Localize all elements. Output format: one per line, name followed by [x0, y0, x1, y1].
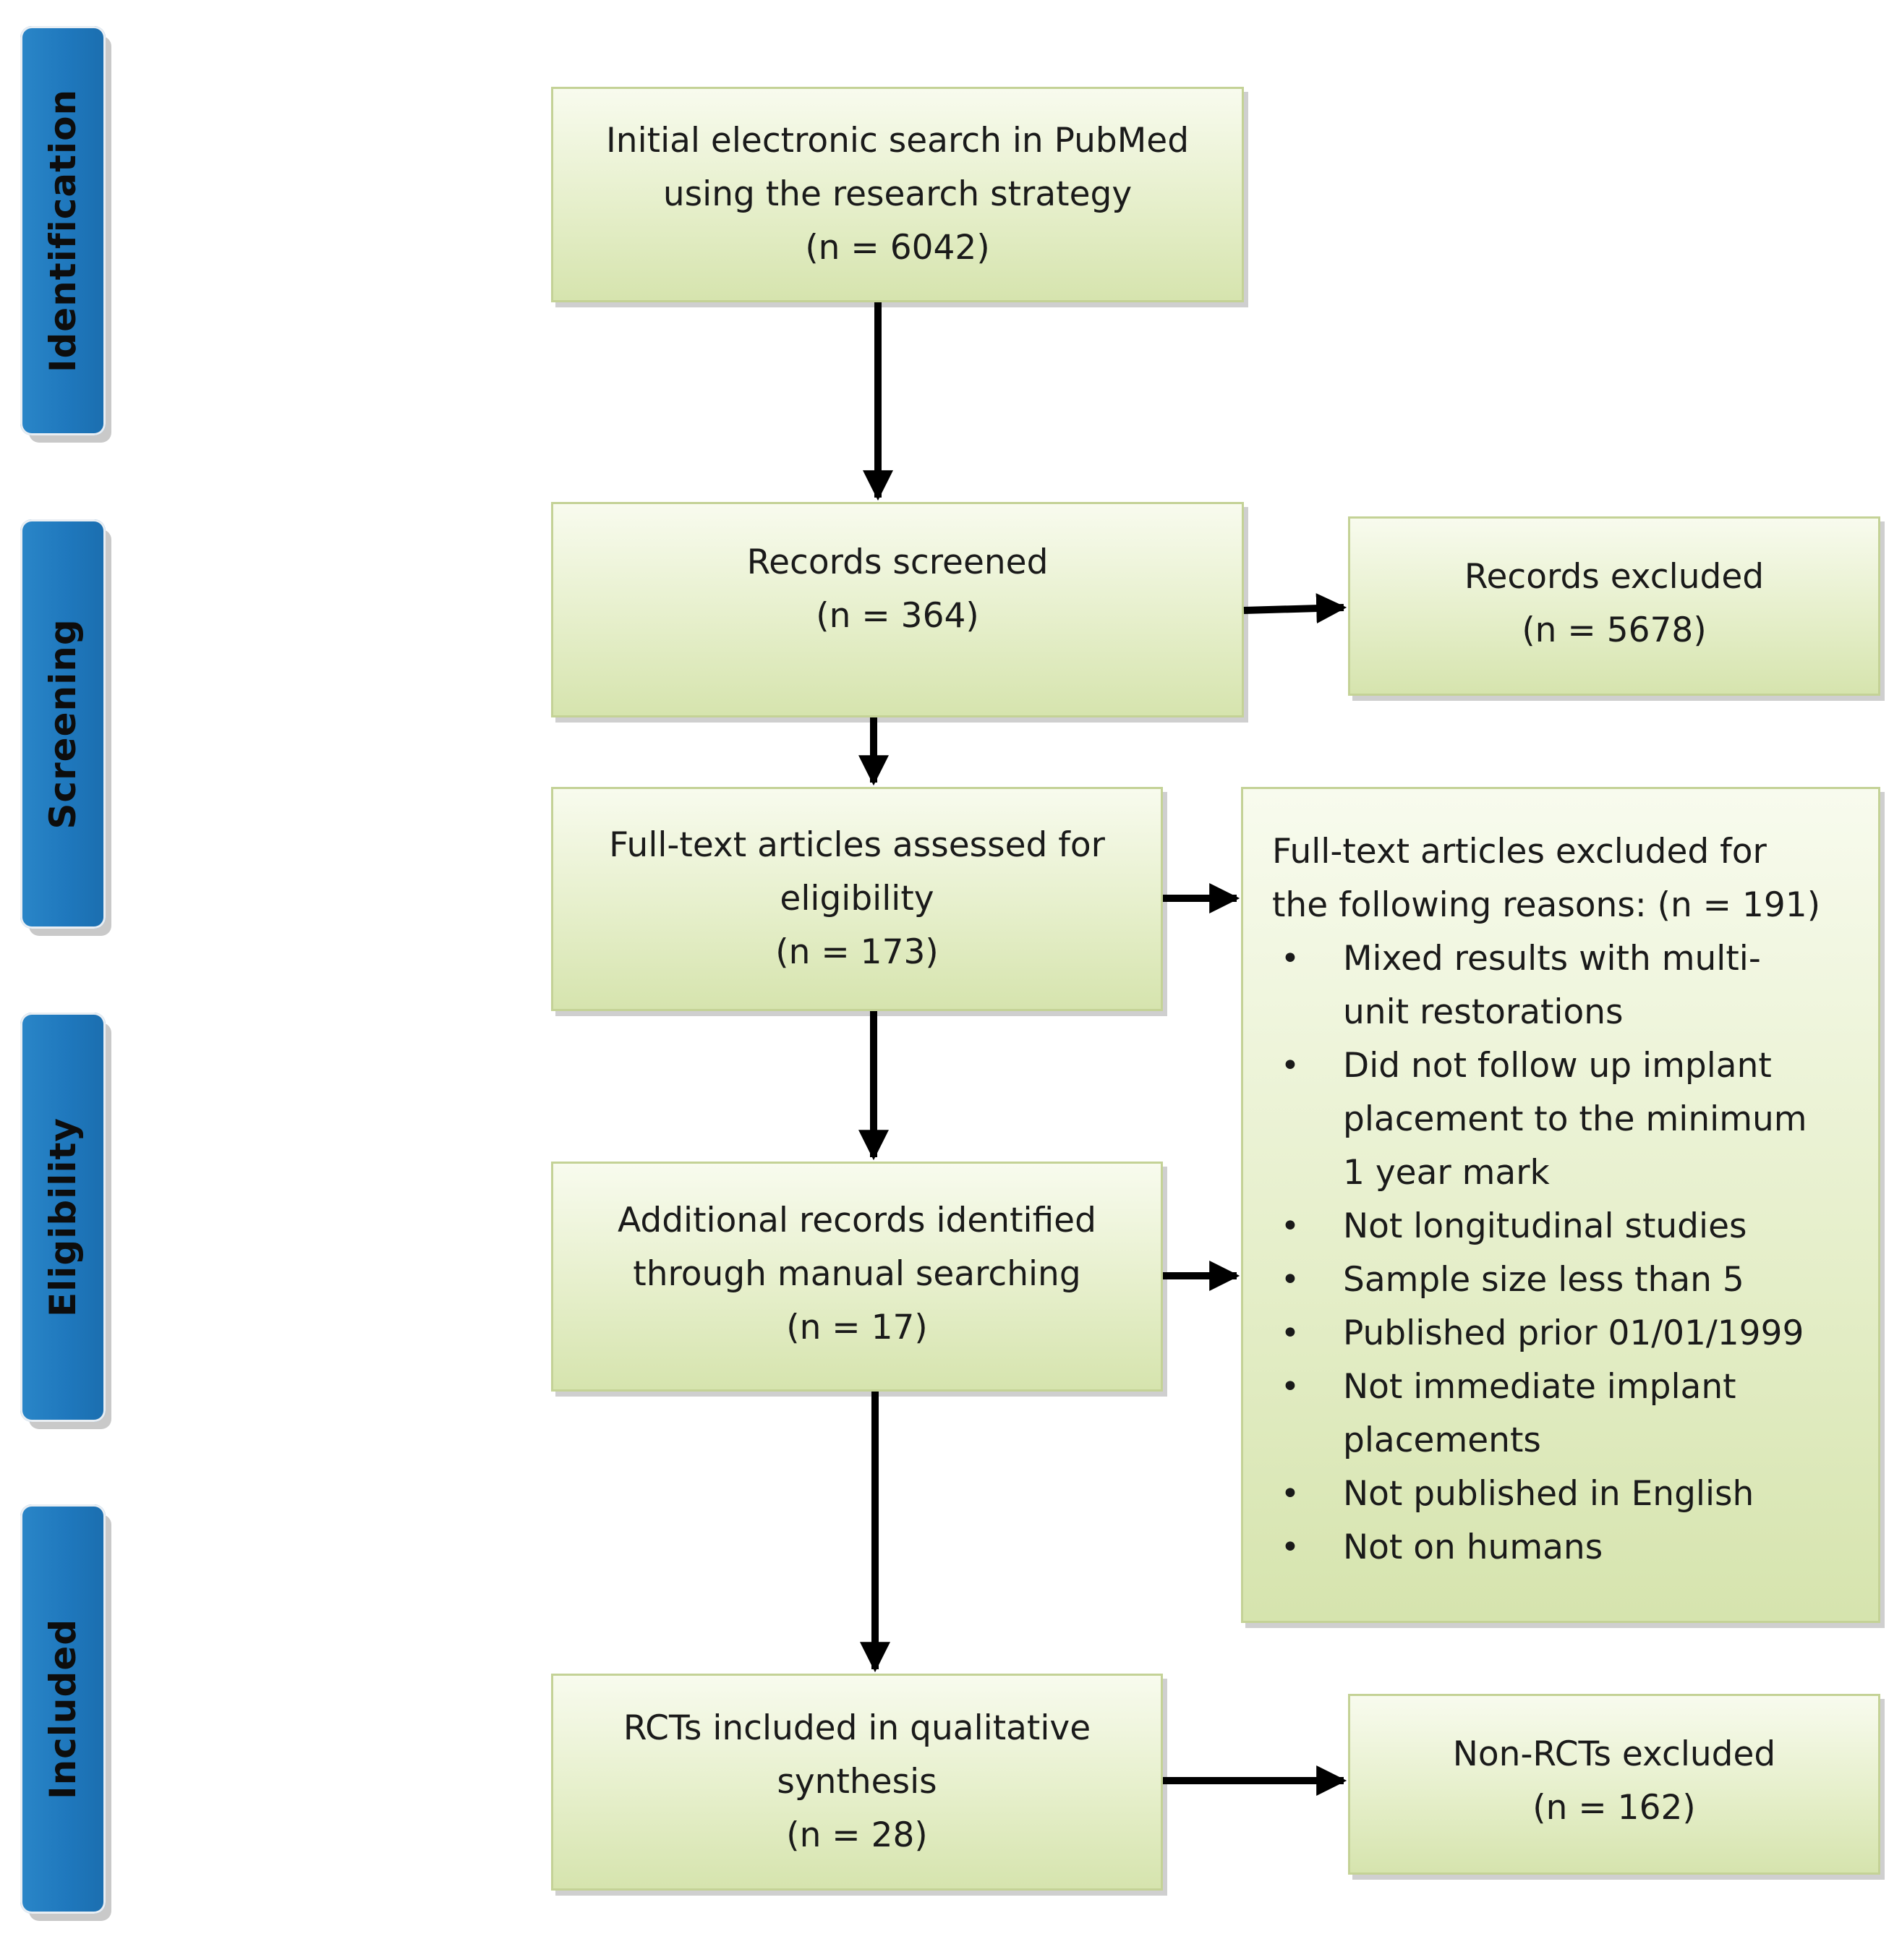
exclusion-reason-line: Published prior 01/01/1999 — [1343, 1313, 1804, 1353]
bullet-icon: • — [1281, 1315, 1300, 1352]
exclusion-reason-line: Not on humans — [1343, 1527, 1603, 1567]
fulltext-assessed-count: (n = 173) — [775, 932, 939, 972]
exclusion-reason-item: • Did not follow up implant placement to… — [1272, 1039, 1849, 1200]
exclusion-reason-line: placement to the minimum — [1343, 1099, 1807, 1139]
manual-search-line-2: through manual searching — [633, 1254, 1081, 1294]
bullet-icon: • — [1281, 1529, 1300, 1566]
stage-tab-included: Included — [20, 1504, 106, 1914]
exclusion-reason-item: • Not immediate implant placements — [1272, 1360, 1849, 1467]
arrow-screened-to-excluded — [1243, 593, 1347, 624]
fulltext-excluded-box: Full-text articles excluded for the foll… — [1241, 787, 1880, 1623]
fulltext-excluded-heading-2: the following reasons: (n = 191) — [1272, 885, 1821, 925]
records-excluded-label: Records excluded — [1464, 557, 1765, 597]
rcts-included-count: (n = 28) — [786, 1815, 928, 1855]
exclusion-reasons-list: • Mixed results with multi- unit restora… — [1272, 932, 1849, 1575]
rcts-included-line-1: RCTs included in qualitative — [623, 1708, 1091, 1748]
exclusion-reason-line: Did not follow up implant — [1343, 1046, 1772, 1086]
exclusion-reason-line: Not immediate implant — [1343, 1367, 1736, 1407]
non-rcts-excluded-box: Non-RCTs excluded (n = 162) — [1348, 1694, 1880, 1875]
non-rcts-excluded-count: (n = 162) — [1532, 1788, 1696, 1828]
fulltext-excluded-heading-1: Full-text articles excluded for — [1272, 832, 1767, 872]
exclusion-reason-line: 1 year mark — [1343, 1153, 1550, 1193]
fulltext-assessed-box: Full-text articles assessed for eligibil… — [551, 787, 1163, 1011]
exclusion-reason-line: Not published in English — [1343, 1474, 1754, 1514]
stage-tab-eligibility: Eligibility — [20, 1013, 106, 1422]
exclusion-reason-line: Not longitudinal studies — [1343, 1206, 1747, 1246]
initial-search-count: (n = 6042) — [805, 228, 990, 268]
exclusion-reason-line: placements — [1343, 1420, 1541, 1460]
non-rcts-excluded-label: Non-RCTs excluded — [1452, 1734, 1776, 1774]
stage-tab-identification: Identification — [20, 26, 106, 435]
rcts-included-line-2: synthesis — [777, 1762, 937, 1802]
exclusion-reason-item: • Not on humans — [1272, 1521, 1849, 1575]
bullet-icon: • — [1281, 1208, 1300, 1245]
manual-search-line-1: Additional records identified — [618, 1201, 1096, 1240]
exclusion-reason-item: • Not longitudinal studies — [1272, 1200, 1849, 1253]
initial-search-line-1: Initial electronic search in PubMed — [605, 121, 1190, 161]
bullet-icon: • — [1281, 940, 1300, 977]
manual-search-count: (n = 17) — [786, 1308, 928, 1347]
exclusion-reason-line: unit restorations — [1343, 992, 1624, 1032]
fulltext-assessed-line-1: Full-text articles assessed for — [609, 825, 1105, 865]
exclusion-reason-line: Mixed results with multi- — [1343, 939, 1761, 979]
records-screened-count: (n = 364) — [816, 596, 979, 636]
exclusion-reason-item: • Mixed results with multi- unit restora… — [1272, 932, 1849, 1039]
records-screened-box: Records screened (n = 364) — [551, 502, 1244, 717]
exclusion-reason-line: Sample size less than 5 — [1343, 1260, 1744, 1300]
rcts-included-box: RCTs included in qualitative synthesis (… — [551, 1674, 1163, 1891]
bullet-icon: • — [1281, 1261, 1300, 1298]
bullet-icon: • — [1281, 1368, 1300, 1405]
stage-tab-screening: Screening — [20, 519, 106, 929]
initial-search-line-2: using the research strategy — [662, 174, 1133, 214]
exclusion-reason-item: • Not published in English — [1272, 1467, 1849, 1521]
manual-search-box: Additional records identified through ma… — [551, 1162, 1163, 1392]
records-excluded-box: Records excluded (n = 5678) — [1348, 516, 1880, 696]
records-excluded-count: (n = 5678) — [1522, 610, 1707, 650]
exclusion-reason-item: • Published prior 01/01/1999 — [1272, 1307, 1849, 1360]
records-screened-label: Records screened — [746, 542, 1049, 582]
initial-search-box: Initial electronic search in PubMed usin… — [551, 87, 1244, 302]
bullet-icon: • — [1281, 1475, 1300, 1512]
fulltext-assessed-line-2: eligibility — [780, 879, 934, 919]
bullet-icon: • — [1281, 1047, 1300, 1084]
exclusion-reason-item: • Sample size less than 5 — [1272, 1253, 1849, 1307]
